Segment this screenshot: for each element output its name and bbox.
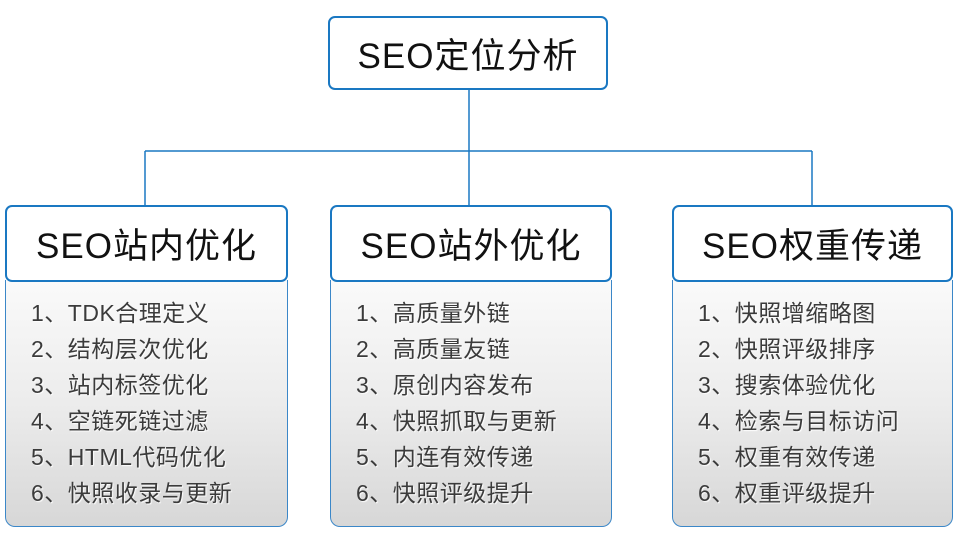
list-item: 2、结构层次优化 xyxy=(31,336,209,362)
branch-weight-transfer: SEO权重传递 1、快照增缩略图 2、快照评级排序 3、搜索体验优化 4、检索与… xyxy=(672,205,953,527)
branch-offsite-optimization: SEO站外优化 1、高质量外链 2、高质量友链 3、原创内容发布 4、快照抓取与… xyxy=(330,205,612,527)
root-node-label: SEO定位分析 xyxy=(357,36,579,76)
list-item: 5、内连有效传递 xyxy=(356,444,534,470)
branch-title: SEO权重传递 xyxy=(702,227,923,266)
branch-onsite-optimization: SEO站内优化 1、TDK合理定义 2、结构层次优化 3、站内标签优化 4、空链… xyxy=(5,205,288,527)
list-item: 4、快照抓取与更新 xyxy=(356,408,558,434)
list-item: 1、快照增缩略图 xyxy=(698,300,876,326)
list-item: 1、高质量外链 xyxy=(356,300,511,326)
list-item: 3、搜索体验优化 xyxy=(698,372,876,398)
list-item: 3、站内标签优化 xyxy=(31,372,209,398)
root-node-seo-positioning: SEO定位分析 xyxy=(328,16,608,90)
list-item: 4、空链死链过滤 xyxy=(31,408,209,434)
list-item: 3、原创内容发布 xyxy=(356,372,534,398)
list-item: 4、检索与目标访问 xyxy=(698,408,900,434)
branch-item-list: 1、高质量外链 2、高质量友链 3、原创内容发布 4、快照抓取与更新 5、内连有… xyxy=(330,280,612,527)
branch-item-list: 1、TDK合理定义 2、结构层次优化 3、站内标签优化 4、空链死链过滤 5、H… xyxy=(5,280,288,527)
list-item: 6、快照评级提升 xyxy=(356,480,534,506)
branch-item-list: 1、快照增缩略图 2、快照评级排序 3、搜索体验优化 4、检索与目标访问 5、权… xyxy=(672,280,953,527)
list-item: 5、权重有效传递 xyxy=(698,444,876,470)
list-item: 1、TDK合理定义 xyxy=(31,300,210,326)
list-item: 2、高质量友链 xyxy=(356,336,511,362)
branch-title: SEO站外优化 xyxy=(360,227,582,266)
list-item: 6、权重评级提升 xyxy=(698,480,876,506)
branch-title: SEO站内优化 xyxy=(36,227,257,266)
list-item: 5、HTML代码优化 xyxy=(31,444,227,470)
list-item: 2、快照评级排序 xyxy=(698,336,876,362)
branch-heading: SEO站外优化 xyxy=(330,205,612,282)
list-item: 6、快照收录与更新 xyxy=(31,480,233,506)
branch-heading: SEO权重传递 xyxy=(672,205,953,282)
branch-heading: SEO站内优化 xyxy=(5,205,288,282)
